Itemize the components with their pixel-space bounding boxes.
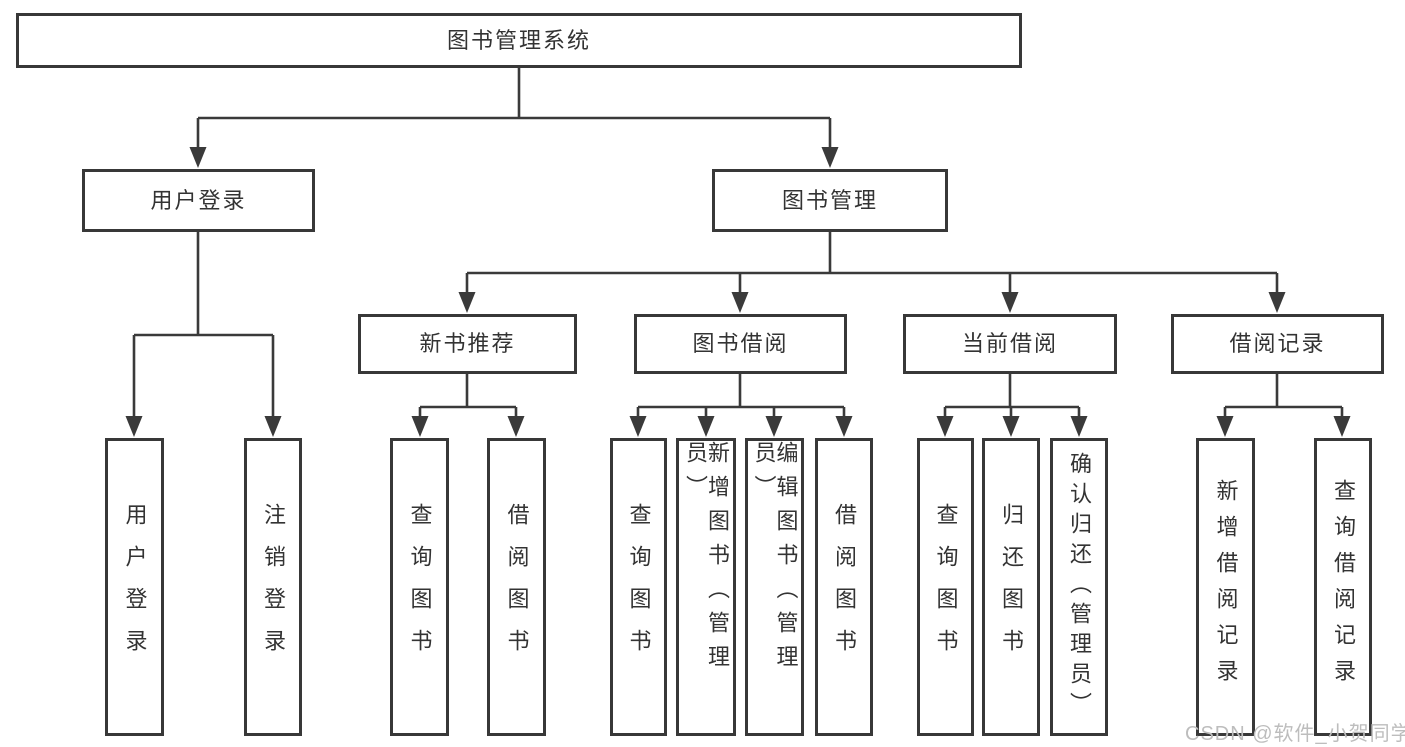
leaf-query-book-1: 查询图书 bbox=[390, 438, 449, 736]
leaf-borrow-book-2: 借阅图书 bbox=[815, 438, 873, 736]
connector-user-login-children bbox=[132, 232, 275, 419]
connector-borrow-record-children bbox=[1223, 374, 1344, 419]
node-book-mgmt: 图书管理 bbox=[712, 169, 948, 232]
leaf-borrow-book-1-label: 借阅图书 bbox=[504, 503, 530, 671]
node-borrow-record-label: 借阅记录 bbox=[1229, 331, 1326, 356]
connector-root-to-level2 bbox=[196, 68, 832, 150]
node-new-book-recommend: 新书推荐 bbox=[358, 314, 577, 374]
node-new-book-recommend-label: 新书推荐 bbox=[419, 331, 516, 356]
leaf-query-book-2: 查询图书 bbox=[610, 438, 667, 736]
node-user-login: 用户登录 bbox=[82, 169, 315, 232]
leaf-add-book-admin-label: 新增图书（管理员） bbox=[683, 441, 730, 679]
leaf-query-borrow-record: 查询借阅记录 bbox=[1314, 438, 1372, 736]
node-borrow-record: 借阅记录 bbox=[1171, 314, 1384, 374]
leaf-return-book: 归还图书 bbox=[982, 438, 1040, 736]
node-user-login-label: 用户登录 bbox=[150, 187, 247, 213]
leaf-confirm-return-admin: 确认归还（管理员） bbox=[1050, 438, 1108, 736]
node-root-label: 图书管理系统 bbox=[446, 27, 591, 53]
leaf-query-book-3-label: 查询图书 bbox=[933, 503, 959, 671]
leaf-borrow-book-1: 借阅图书 bbox=[487, 438, 546, 736]
leaf-add-borrow-record-label: 新增借阅记录 bbox=[1213, 479, 1239, 695]
leaf-edit-book-admin: 编辑图书（管理员） bbox=[745, 438, 804, 736]
connector-current-borrow-children bbox=[943, 374, 1081, 419]
leaf-logout-label: 注销登录 bbox=[261, 503, 286, 671]
leaf-logout: 注销登录 bbox=[244, 438, 302, 736]
node-book-borrow-label: 图书借阅 bbox=[692, 331, 789, 356]
leaf-query-book-2-label: 查询图书 bbox=[626, 503, 652, 671]
leaf-edit-book-admin-label: 编辑图书（管理员） bbox=[751, 441, 799, 679]
node-book-mgmt-label: 图书管理 bbox=[781, 187, 878, 213]
leaf-query-book-1-label: 查询图书 bbox=[407, 503, 433, 671]
arrowheads bbox=[125, 147, 1351, 437]
connector-new-book-children bbox=[418, 374, 518, 419]
leaf-add-borrow-record: 新增借阅记录 bbox=[1196, 438, 1255, 736]
leaf-return-book-label: 归还图书 bbox=[999, 503, 1024, 671]
node-book-borrow: 图书借阅 bbox=[634, 314, 847, 374]
leaf-query-borrow-record-label: 查询借阅记录 bbox=[1331, 479, 1356, 695]
leaf-confirm-return-admin-label: 确认归还（管理员） bbox=[1067, 452, 1092, 722]
node-current-borrow: 当前借阅 bbox=[903, 314, 1117, 374]
connector-book-mgmt-children bbox=[465, 232, 1279, 295]
leaf-user-login-label: 用户登录 bbox=[122, 503, 148, 671]
leaf-user-login: 用户登录 bbox=[105, 438, 164, 736]
leaf-add-book-admin: 新增图书（管理员） bbox=[676, 438, 736, 736]
node-root: 图书管理系统 bbox=[16, 13, 1022, 68]
connector-book-borrow-children bbox=[636, 374, 846, 419]
leaf-query-book-3: 查询图书 bbox=[917, 438, 974, 736]
watermark: CSDN @软件_小贺同学 bbox=[1185, 723, 1405, 745]
node-current-borrow-label: 当前借阅 bbox=[961, 331, 1058, 356]
leaf-borrow-book-2-label: 借阅图书 bbox=[832, 503, 857, 671]
